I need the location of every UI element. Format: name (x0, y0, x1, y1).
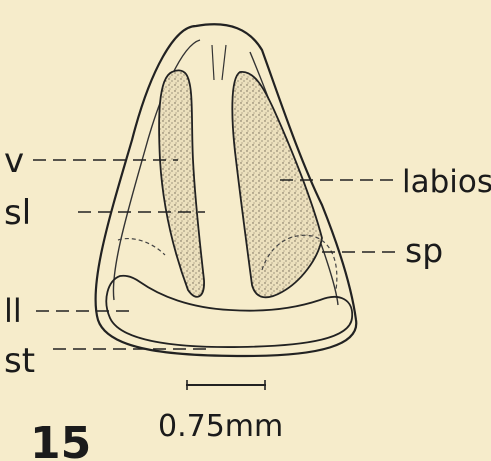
label-labios: labios (402, 164, 491, 200)
scale-bar-label: 0.75mm (158, 409, 283, 444)
label-ll: ll (4, 292, 22, 330)
median-line (212, 45, 226, 80)
label-st: st (4, 341, 35, 381)
figure-number: 15 (30, 418, 91, 461)
left-labial-fold (159, 70, 204, 296)
label-v: v (4, 141, 24, 181)
lower-lip (106, 276, 352, 347)
label-sl: sl (4, 193, 31, 233)
label-sp: sp (405, 231, 443, 270)
body-outline (96, 24, 357, 356)
sl-contour (118, 239, 165, 255)
right-labial-fold (232, 72, 322, 297)
